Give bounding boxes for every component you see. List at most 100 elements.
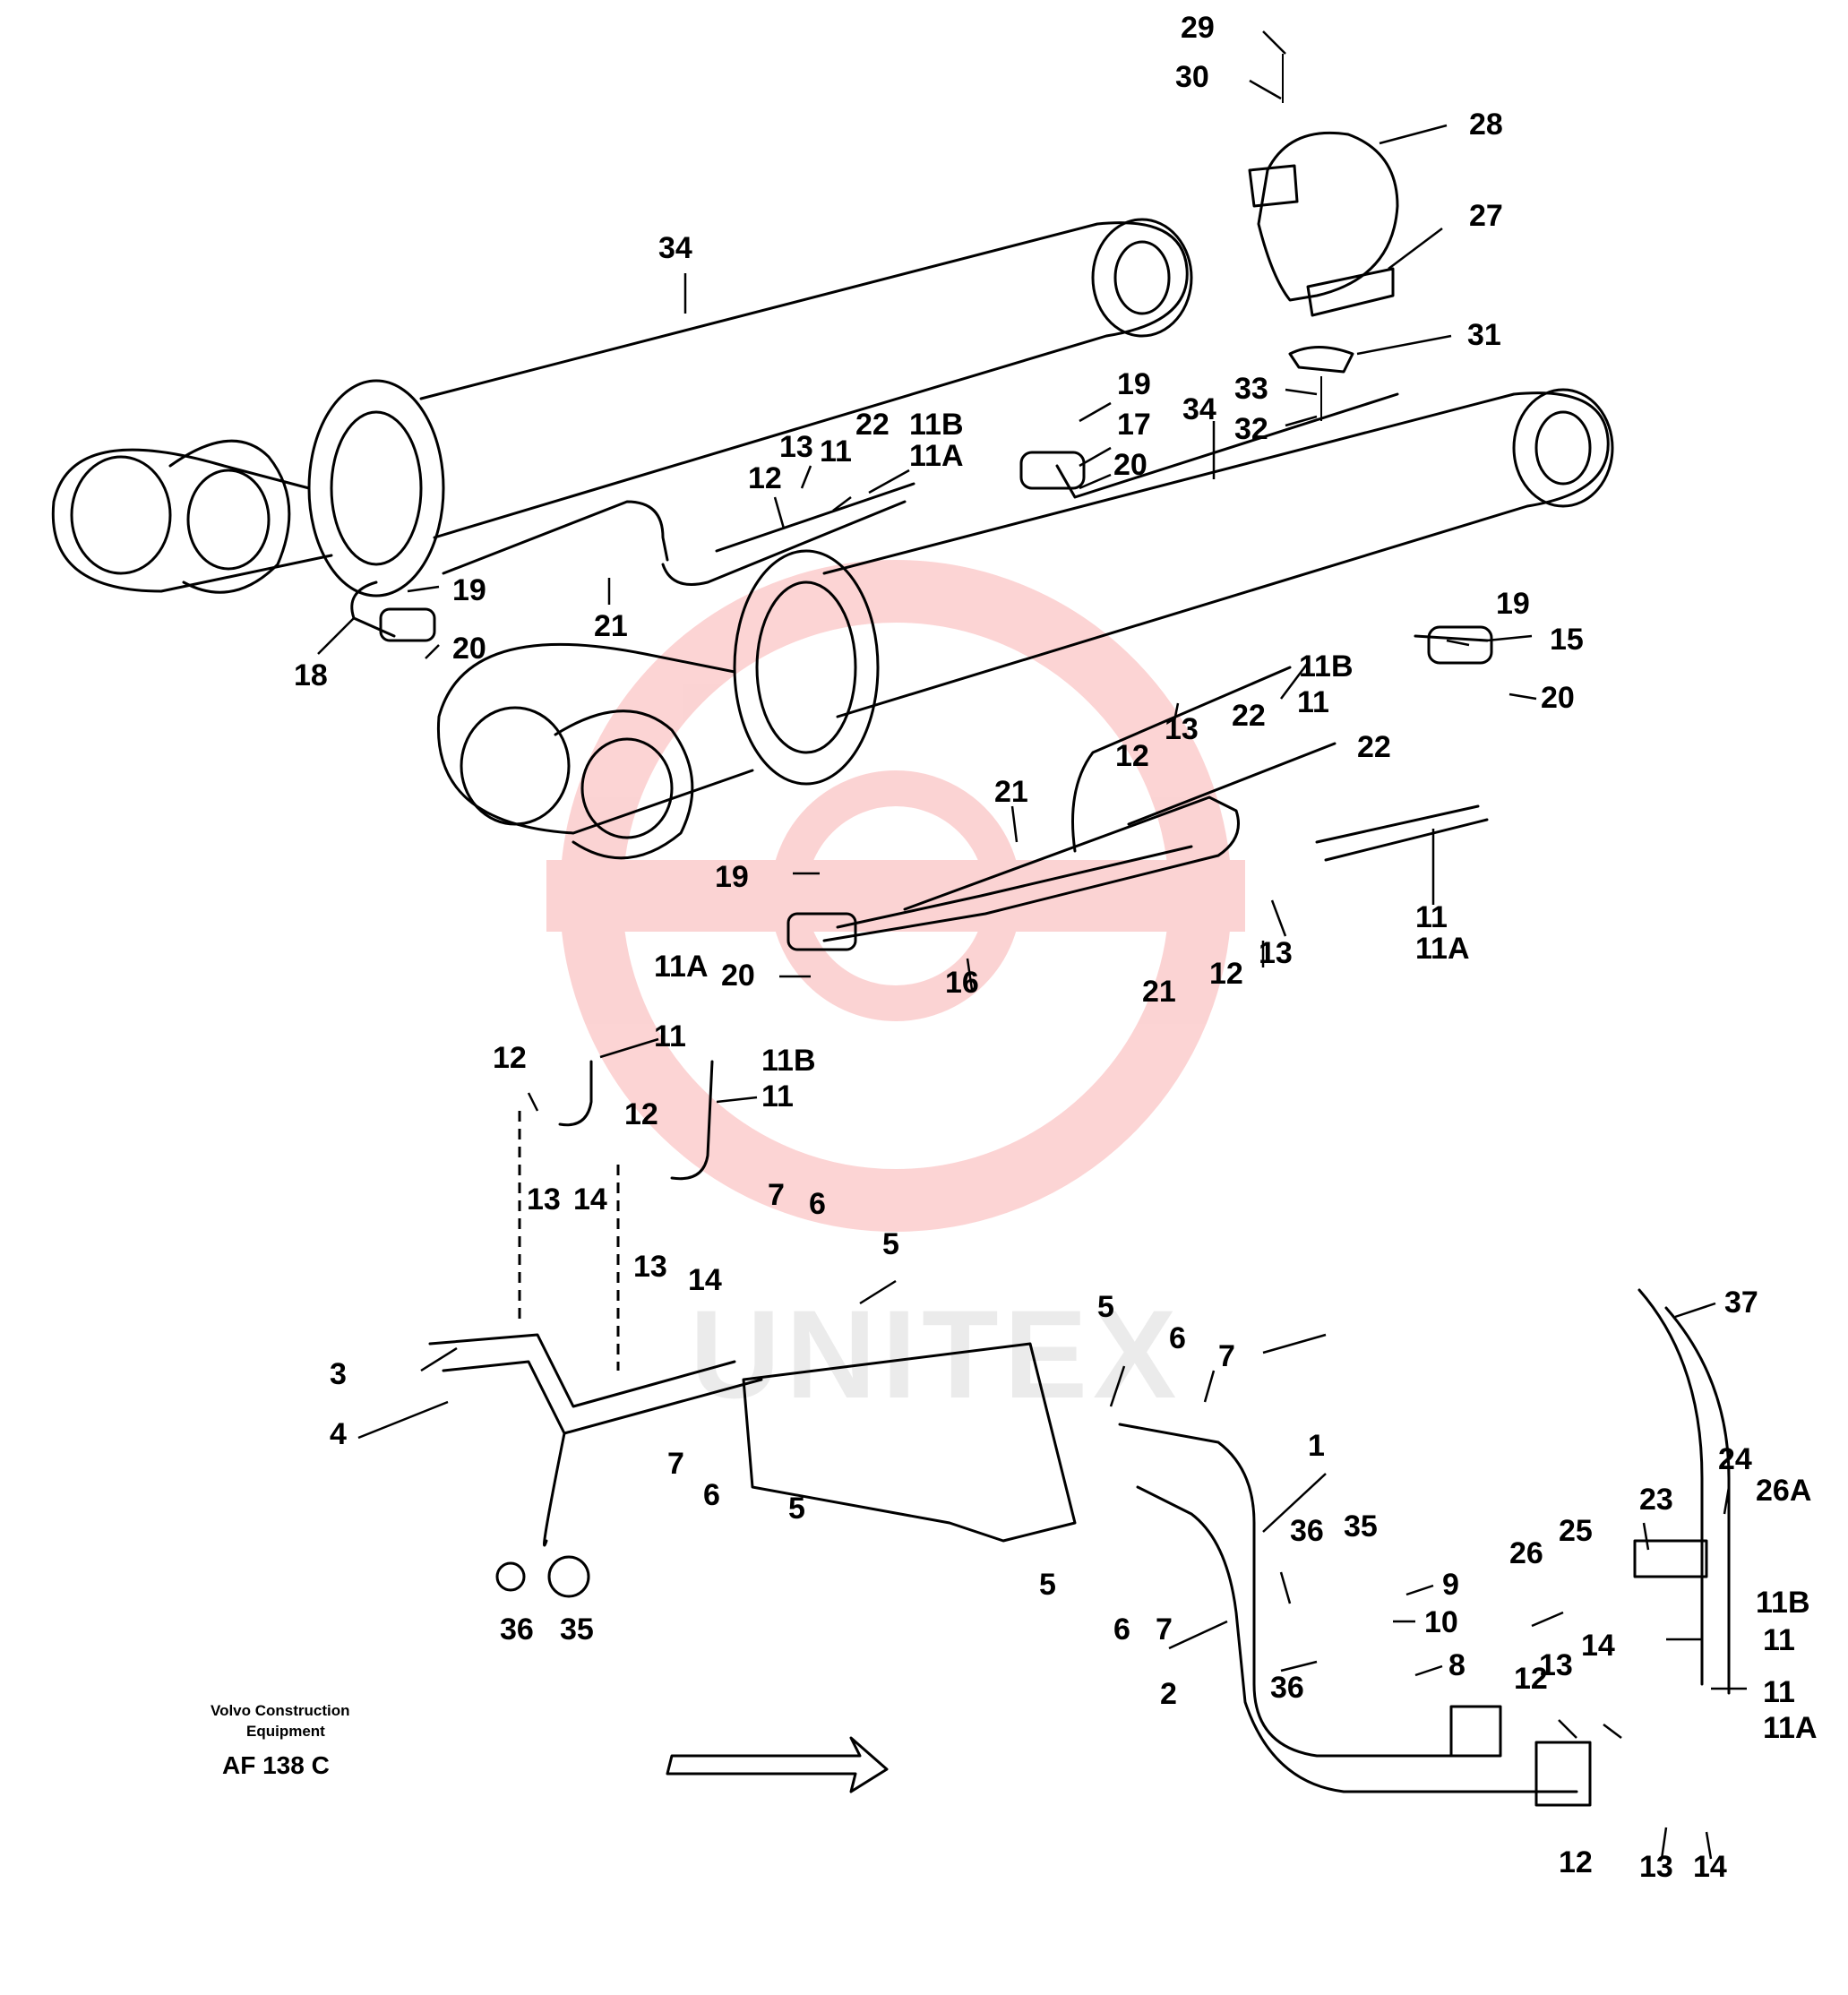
callout-label: 8	[1448, 1648, 1466, 1682]
callout-label: 11	[820, 434, 852, 469]
callout-label: 20	[1113, 448, 1147, 482]
callout-labels: 29 30 28 27 31 33 32 34 34 19 17 20 22 1…	[294, 11, 1818, 1884]
callout-label: 11B	[1756, 1586, 1810, 1620]
callout-label: 22	[1357, 730, 1391, 764]
callout-label: 14	[1581, 1629, 1615, 1663]
cylinder-lower	[436, 388, 1614, 860]
callout-label: 3	[330, 1357, 347, 1391]
callout-label: 22	[855, 408, 890, 442]
callout-label: 6	[1113, 1612, 1130, 1647]
clamp-assembly	[1248, 54, 1399, 421]
callout-label: 11B	[909, 408, 964, 442]
callout-label: 25	[1559, 1514, 1593, 1548]
callout-label: 16	[945, 966, 979, 1000]
watermark-logo	[546, 560, 1245, 1232]
callout-label: 12	[748, 461, 782, 495]
callout-label: 12	[624, 1097, 658, 1131]
brand-line-2: Equipment	[246, 1723, 325, 1740]
watermark-bar	[546, 860, 1245, 932]
callout-label: 7	[667, 1447, 684, 1481]
cylinder-upper	[51, 218, 1193, 598]
callout-label: 23	[1639, 1483, 1673, 1517]
callout-label: 12	[1115, 739, 1149, 773]
callout-label: 7	[768, 1178, 785, 1212]
callout-label: 5	[1097, 1290, 1114, 1324]
callout-label: 15	[1550, 623, 1584, 657]
callout-label: 11B	[761, 1044, 816, 1078]
callout-label: 7	[1218, 1339, 1235, 1373]
callout-label: 4	[330, 1417, 347, 1451]
callout-label: 14	[688, 1263, 722, 1297]
callout-label: 11A	[654, 950, 709, 984]
callout-label: 12	[1514, 1662, 1548, 1696]
callout-label: 13	[527, 1182, 561, 1217]
callout-label: 28	[1469, 107, 1503, 142]
callout-label: 11	[1763, 1675, 1795, 1709]
callout-label: 13	[1259, 936, 1293, 970]
callout-label: 19	[1117, 367, 1151, 401]
callout-label: 34	[658, 231, 692, 265]
callout-label: 11A	[1763, 1711, 1818, 1745]
callout-label: 17	[1117, 408, 1151, 442]
callout-label: 11	[1415, 900, 1448, 934]
callout-label: 36	[1290, 1514, 1324, 1548]
callout-label: 26	[1509, 1536, 1543, 1570]
callout-label: 32	[1234, 412, 1268, 446]
drawing-code: AF 138 C	[222, 1751, 330, 1779]
lower-pipework	[428, 1060, 1731, 1807]
callout-label: 34	[1182, 392, 1216, 426]
callout-label: 18	[294, 658, 328, 692]
callout-label: 11B	[1299, 649, 1354, 684]
callout-label: 20	[452, 632, 486, 666]
leader-lines	[317, 30, 1747, 1860]
watermark-gear-hub	[770, 770, 1021, 1021]
callout-label: 19	[715, 860, 749, 894]
brand-line-1: Volvo Construction	[211, 1702, 350, 1719]
callout-label: 13	[1165, 712, 1199, 746]
callout-label: 37	[1724, 1286, 1758, 1320]
callout-label: 1	[1308, 1429, 1325, 1463]
upper-pipework	[350, 392, 1493, 951]
callout-label: 6	[1169, 1321, 1186, 1355]
callout-label: 22	[1232, 699, 1266, 733]
callout-label: 30	[1175, 60, 1209, 94]
callout-label: 5	[1039, 1568, 1056, 1602]
watermark-text: UNITEX	[690, 1284, 1182, 1424]
callout-label: 14	[1693, 1850, 1727, 1884]
callout-label: 14	[573, 1182, 607, 1217]
callout-label: 20	[1541, 681, 1575, 715]
callout-label: 13	[779, 430, 813, 464]
callout-label: 6	[809, 1187, 826, 1221]
callout-label: 5	[882, 1227, 899, 1261]
callout-label: 10	[1424, 1605, 1458, 1639]
callout-label: 13	[1639, 1850, 1673, 1884]
drawing-footer: Volvo Construction Equipment AF 138 C	[211, 1702, 350, 1779]
callout-label: 12	[1209, 957, 1243, 991]
callout-label: 12	[493, 1041, 527, 1075]
callout-label: 11	[1297, 685, 1329, 719]
callout-label: 35	[560, 1612, 594, 1647]
callout-label: 11	[761, 1079, 794, 1114]
callout-label: 2	[1160, 1677, 1177, 1711]
watermark-gear-icon	[560, 560, 1232, 1232]
callout-label: 19	[452, 573, 486, 607]
callout-label: 21	[1142, 975, 1176, 1009]
callout-label: 31	[1467, 318, 1501, 352]
callout-label: 26A	[1756, 1474, 1811, 1508]
callout-label: 19	[1496, 587, 1530, 621]
callout-label: 36	[1270, 1671, 1304, 1705]
callout-label: 33	[1234, 372, 1268, 406]
callout-label: 9	[1442, 1568, 1459, 1602]
callout-label: 11A	[909, 439, 964, 473]
callout-label: 27	[1469, 199, 1503, 233]
callout-label: 29	[1181, 11, 1215, 45]
callout-label: 13	[633, 1250, 667, 1284]
callout-label: 35	[1344, 1509, 1378, 1544]
callout-label: 11	[1763, 1623, 1795, 1657]
callout-label: 7	[1156, 1612, 1173, 1647]
callout-label: 5	[788, 1492, 805, 1526]
callout-label: 36	[500, 1612, 534, 1647]
callout-label: 21	[594, 609, 628, 643]
callout-label: 12	[1559, 1845, 1593, 1879]
